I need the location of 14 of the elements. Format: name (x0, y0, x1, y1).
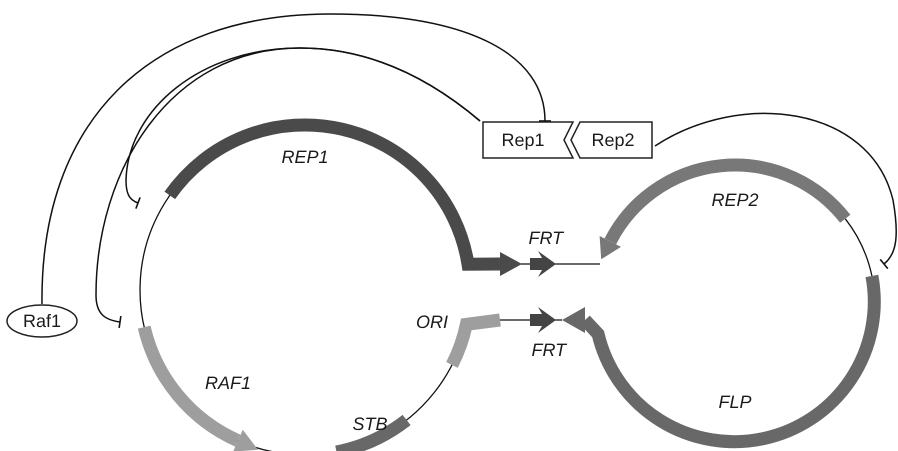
gene-name: FRT (532, 340, 566, 360)
gene-name: FLP (718, 392, 752, 412)
protein-name: Rep1 (502, 130, 545, 150)
gene-name: STB (352, 414, 388, 434)
gene-name: REP1 (281, 146, 329, 167)
gene-name: ORI (416, 312, 448, 332)
protein-name: Rep2 (592, 130, 635, 150)
gene-name: FRT (528, 228, 564, 248)
inhibition-line (654, 112, 897, 270)
inhibition-line (41, 13, 552, 304)
inhibition-line (95, 47, 480, 329)
gene-name: REP2 (711, 190, 759, 210)
protein-name: Raf1 (23, 311, 62, 331)
gene-name: RAF1 (204, 372, 251, 393)
